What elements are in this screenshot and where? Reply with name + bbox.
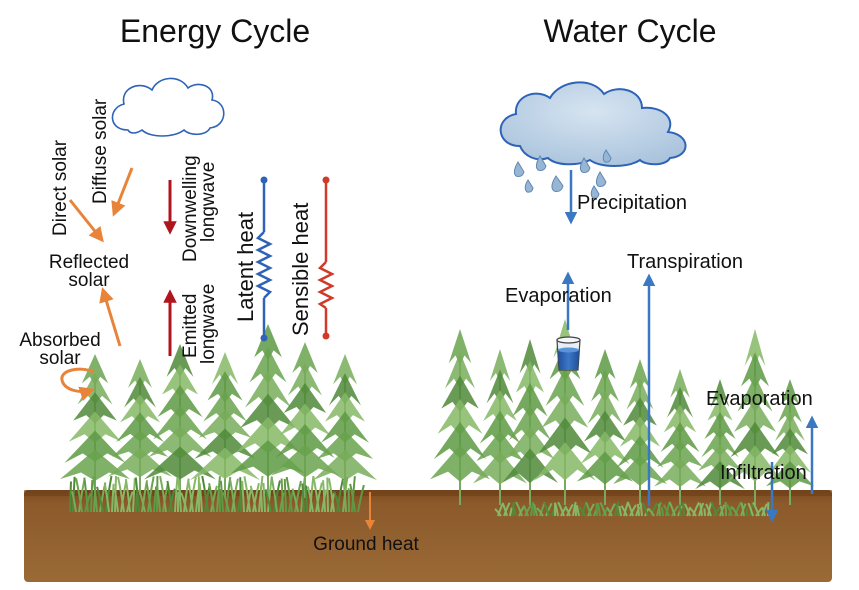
tree-icon <box>695 379 745 505</box>
grass-icon <box>494 501 770 517</box>
tree-icon <box>190 352 260 498</box>
soil-band <box>24 490 832 582</box>
emitted-longwave-label-2: longwave <box>198 284 219 364</box>
direct-solar-arrow <box>68 199 104 243</box>
water-cup-icon <box>556 336 581 371</box>
reflected-solar-label-1: Reflected <box>49 252 129 273</box>
infiltration-label: Infiltration <box>720 462 807 484</box>
tree-icon <box>271 342 339 498</box>
tree-icon <box>430 329 490 505</box>
downwelling-longwave-label-1: Downwelling <box>180 155 201 262</box>
precipitation-label: Precipitation <box>577 192 687 214</box>
latent-heat-zigzag <box>255 176 273 342</box>
sensible-heat-label: Sensible heat <box>288 203 313 336</box>
forest-right <box>430 319 814 505</box>
evaporation-canopy-label: Evaporation <box>505 285 612 307</box>
direct-solar-label: Direct solar <box>50 139 71 236</box>
tree-icon <box>577 349 633 505</box>
tree-icon <box>727 329 783 505</box>
diffuse-solar-arrow <box>111 167 134 217</box>
evaporation-ground-label: Evaporation <box>706 388 813 410</box>
solar-arrows <box>60 167 375 530</box>
tree-icon <box>654 369 706 505</box>
energy-cycle-title: Energy Cycle <box>120 13 310 49</box>
tree-icon <box>144 344 216 500</box>
diffuse-solar-label: Diffuse solar <box>90 98 111 204</box>
water-arrows <box>561 170 819 523</box>
absorbed-solar-label-2: solar <box>39 348 81 369</box>
emitted-longwave-label-1: Emitted <box>180 294 201 358</box>
tree-icon <box>613 359 667 505</box>
downwelling-longwave-label-2: longwave <box>198 162 219 242</box>
tree-icon <box>231 324 305 500</box>
forest-left <box>60 324 377 500</box>
ground-heat-label: Ground heat <box>313 534 419 555</box>
absorbed-solar-label-1: Absorbed <box>19 330 100 351</box>
water-cycle-title: Water Cycle <box>543 13 716 49</box>
reflected-solar-arrow <box>99 287 122 347</box>
tree-icon <box>313 354 377 500</box>
latent-heat-label: Latent heat <box>233 212 258 322</box>
reflected-solar-label-2: solar <box>68 270 110 291</box>
tree-icon <box>766 379 814 505</box>
sensible-heat-zigzag <box>317 176 335 340</box>
transpiration-label: Transpiration <box>627 251 743 273</box>
absorbed-solar-arrow <box>60 367 95 401</box>
rain-cloud-icon <box>499 81 687 199</box>
grass-icon <box>69 475 365 513</box>
tree-icon <box>60 354 130 500</box>
cloud-icon <box>111 77 225 137</box>
